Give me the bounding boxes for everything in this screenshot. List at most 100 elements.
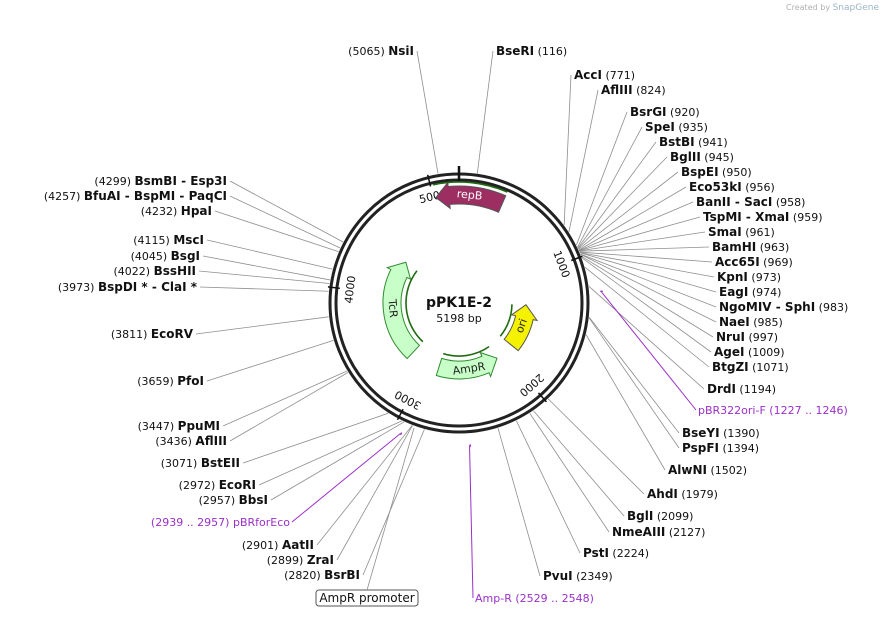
primer-label[interactable]: Amp-R (2529 .. 2548) [475, 592, 594, 605]
site-label[interactable]: AgeI (1009) [714, 345, 785, 359]
site-label[interactable]: AflIII (824) [601, 83, 666, 97]
snapgene-brand: SnapGene [832, 3, 879, 13]
feature-arc-ori [499, 304, 513, 337]
site-leader [578, 171, 679, 250]
tick-mark [396, 408, 404, 421]
site-leader [222, 370, 348, 427]
site-label[interactable]: PspFI (1394) [682, 441, 759, 455]
site-leader [578, 186, 687, 251]
site-leader [476, 50, 494, 174]
site-label[interactable]: (4232) HpaI [141, 204, 212, 218]
tick-label: 4000 [342, 275, 358, 304]
primer-leader [291, 433, 401, 523]
site-label[interactable]: AlwNI (1502) [668, 463, 747, 477]
promoter-label: AmpR promoter [319, 591, 414, 605]
site-label[interactable]: BamHI (963) [712, 240, 789, 254]
site-label[interactable]: (3071) BstEII [161, 456, 240, 470]
site-label[interactable]: (3447) PpuMI [138, 419, 220, 433]
tick-mark [426, 174, 432, 187]
site-label[interactable]: (3436) AflIII [155, 434, 227, 448]
site-label[interactable]: (3973) BspDI * - ClaI * [58, 280, 198, 294]
primer-label[interactable]: pBR322ori-F (1227 .. 1246) [698, 404, 848, 417]
site-label[interactable]: NruI (997) [716, 330, 778, 344]
site-label[interactable]: BstBI (941) [659, 135, 728, 149]
site-leader [581, 257, 712, 353]
feature-ori[interactable] [503, 303, 539, 352]
site-label[interactable]: AccI (771) [574, 68, 635, 82]
site-leader [577, 156, 668, 249]
site-leader [579, 252, 717, 293]
site-label[interactable]: BglII (945) [670, 150, 734, 164]
site-leader [579, 231, 706, 252]
site-leader [336, 425, 413, 561]
site-label[interactable]: Acc65I (969) [715, 255, 793, 269]
site-leader [584, 266, 710, 368]
site-label[interactable]: (2899) ZraI [267, 553, 334, 567]
site-label[interactable]: (4299) BsmBI - Esp3I [94, 174, 227, 188]
site-label[interactable]: (3811) EcoRV [111, 327, 194, 341]
site-leader [497, 427, 541, 577]
site-labels: (5065) NsiI BseRI (116) AccI (771)AflIII (… [44, 44, 848, 605]
site-leader [195, 316, 329, 335]
site-label[interactable]: BglI (2099) [627, 509, 693, 523]
primer-label[interactable]: (2939 .. 2957) pBRforEco [151, 516, 290, 529]
site-label[interactable]: BseRI (116) [496, 44, 567, 58]
site-leader [581, 255, 714, 338]
site-leader [576, 111, 628, 246]
tick-mark [537, 392, 548, 403]
site-label[interactable]: (2972) EcoRI [179, 478, 256, 492]
site-label[interactable]: SmaI (961) [708, 225, 775, 239]
site-leader [579, 252, 715, 278]
site-leader [579, 251, 713, 263]
site-label[interactable]: (4257) BfuAI - BspMI - PaqCI [44, 189, 227, 203]
site-label[interactable]: (4045) BsgI [131, 249, 200, 263]
site-label[interactable]: PvuI (2349) [543, 569, 613, 583]
site-label[interactable]: (3659) PfoI [137, 374, 204, 388]
site-label[interactable]: (2820) BsrBI [284, 568, 360, 582]
site-leader [529, 413, 610, 533]
site-label[interactable]: BanII - SacI (958) [696, 195, 805, 209]
site-leader [416, 50, 439, 174]
site-leader [533, 410, 625, 517]
site-label[interactable]: (5065) NsiI [348, 44, 414, 58]
site-label[interactable]: (4022) BssHII [114, 264, 196, 278]
feature-label: AmpR [452, 360, 487, 378]
site-label[interactable]: TspMI - XmaI (959) [703, 210, 822, 224]
feature-label: ori [513, 317, 530, 335]
site-label[interactable]: NmeAIII (2127) [612, 525, 705, 539]
site-leader [580, 253, 717, 308]
site-label[interactable]: (4115) MscI [133, 233, 204, 247]
site-label[interactable]: EagI (974) [719, 285, 781, 299]
feature-ampr[interactable] [435, 351, 498, 380]
site-label[interactable]: AhdI (1979) [647, 487, 718, 501]
feature-arc-repb [432, 181, 508, 193]
site-leader [206, 239, 333, 270]
site-label[interactable]: BsrGI (920) [630, 105, 700, 119]
site-leader [577, 126, 643, 248]
site-label[interactable]: DrdI (1194) [707, 382, 776, 396]
site-label[interactable]: KpnI (973) [717, 270, 781, 284]
site-label[interactable]: SpeI (935) [645, 120, 708, 134]
site-leader [585, 334, 666, 471]
site-label[interactable]: BspEI (950) [681, 165, 752, 179]
site-leader [547, 398, 645, 495]
site-label[interactable]: (2957) BbsI [199, 493, 268, 507]
site-label[interactable]: BtgZI (1071) [712, 360, 789, 374]
site-label[interactable]: (2901) AatII [242, 538, 314, 552]
site-label[interactable]: BseYI (1390) [682, 426, 760, 440]
site-label[interactable]: PstI (2224) [583, 546, 649, 560]
primer-leader [601, 291, 697, 411]
site-leader [516, 420, 581, 554]
site-label[interactable]: Eco53kI (956) [689, 180, 775, 194]
site-label[interactable]: NgoMIV - SphI (983) [719, 300, 848, 314]
site-leader [258, 420, 403, 486]
feature-tcr[interactable] [382, 261, 421, 360]
site-leader [580, 254, 717, 323]
site-leaders [195, 50, 717, 599]
site-label[interactable]: NaeI (985) [719, 315, 783, 329]
feature-repb[interactable] [435, 181, 507, 213]
primer-mark [399, 432, 403, 436]
feature-label: repB [456, 187, 483, 202]
promoter-leader [366, 427, 415, 591]
